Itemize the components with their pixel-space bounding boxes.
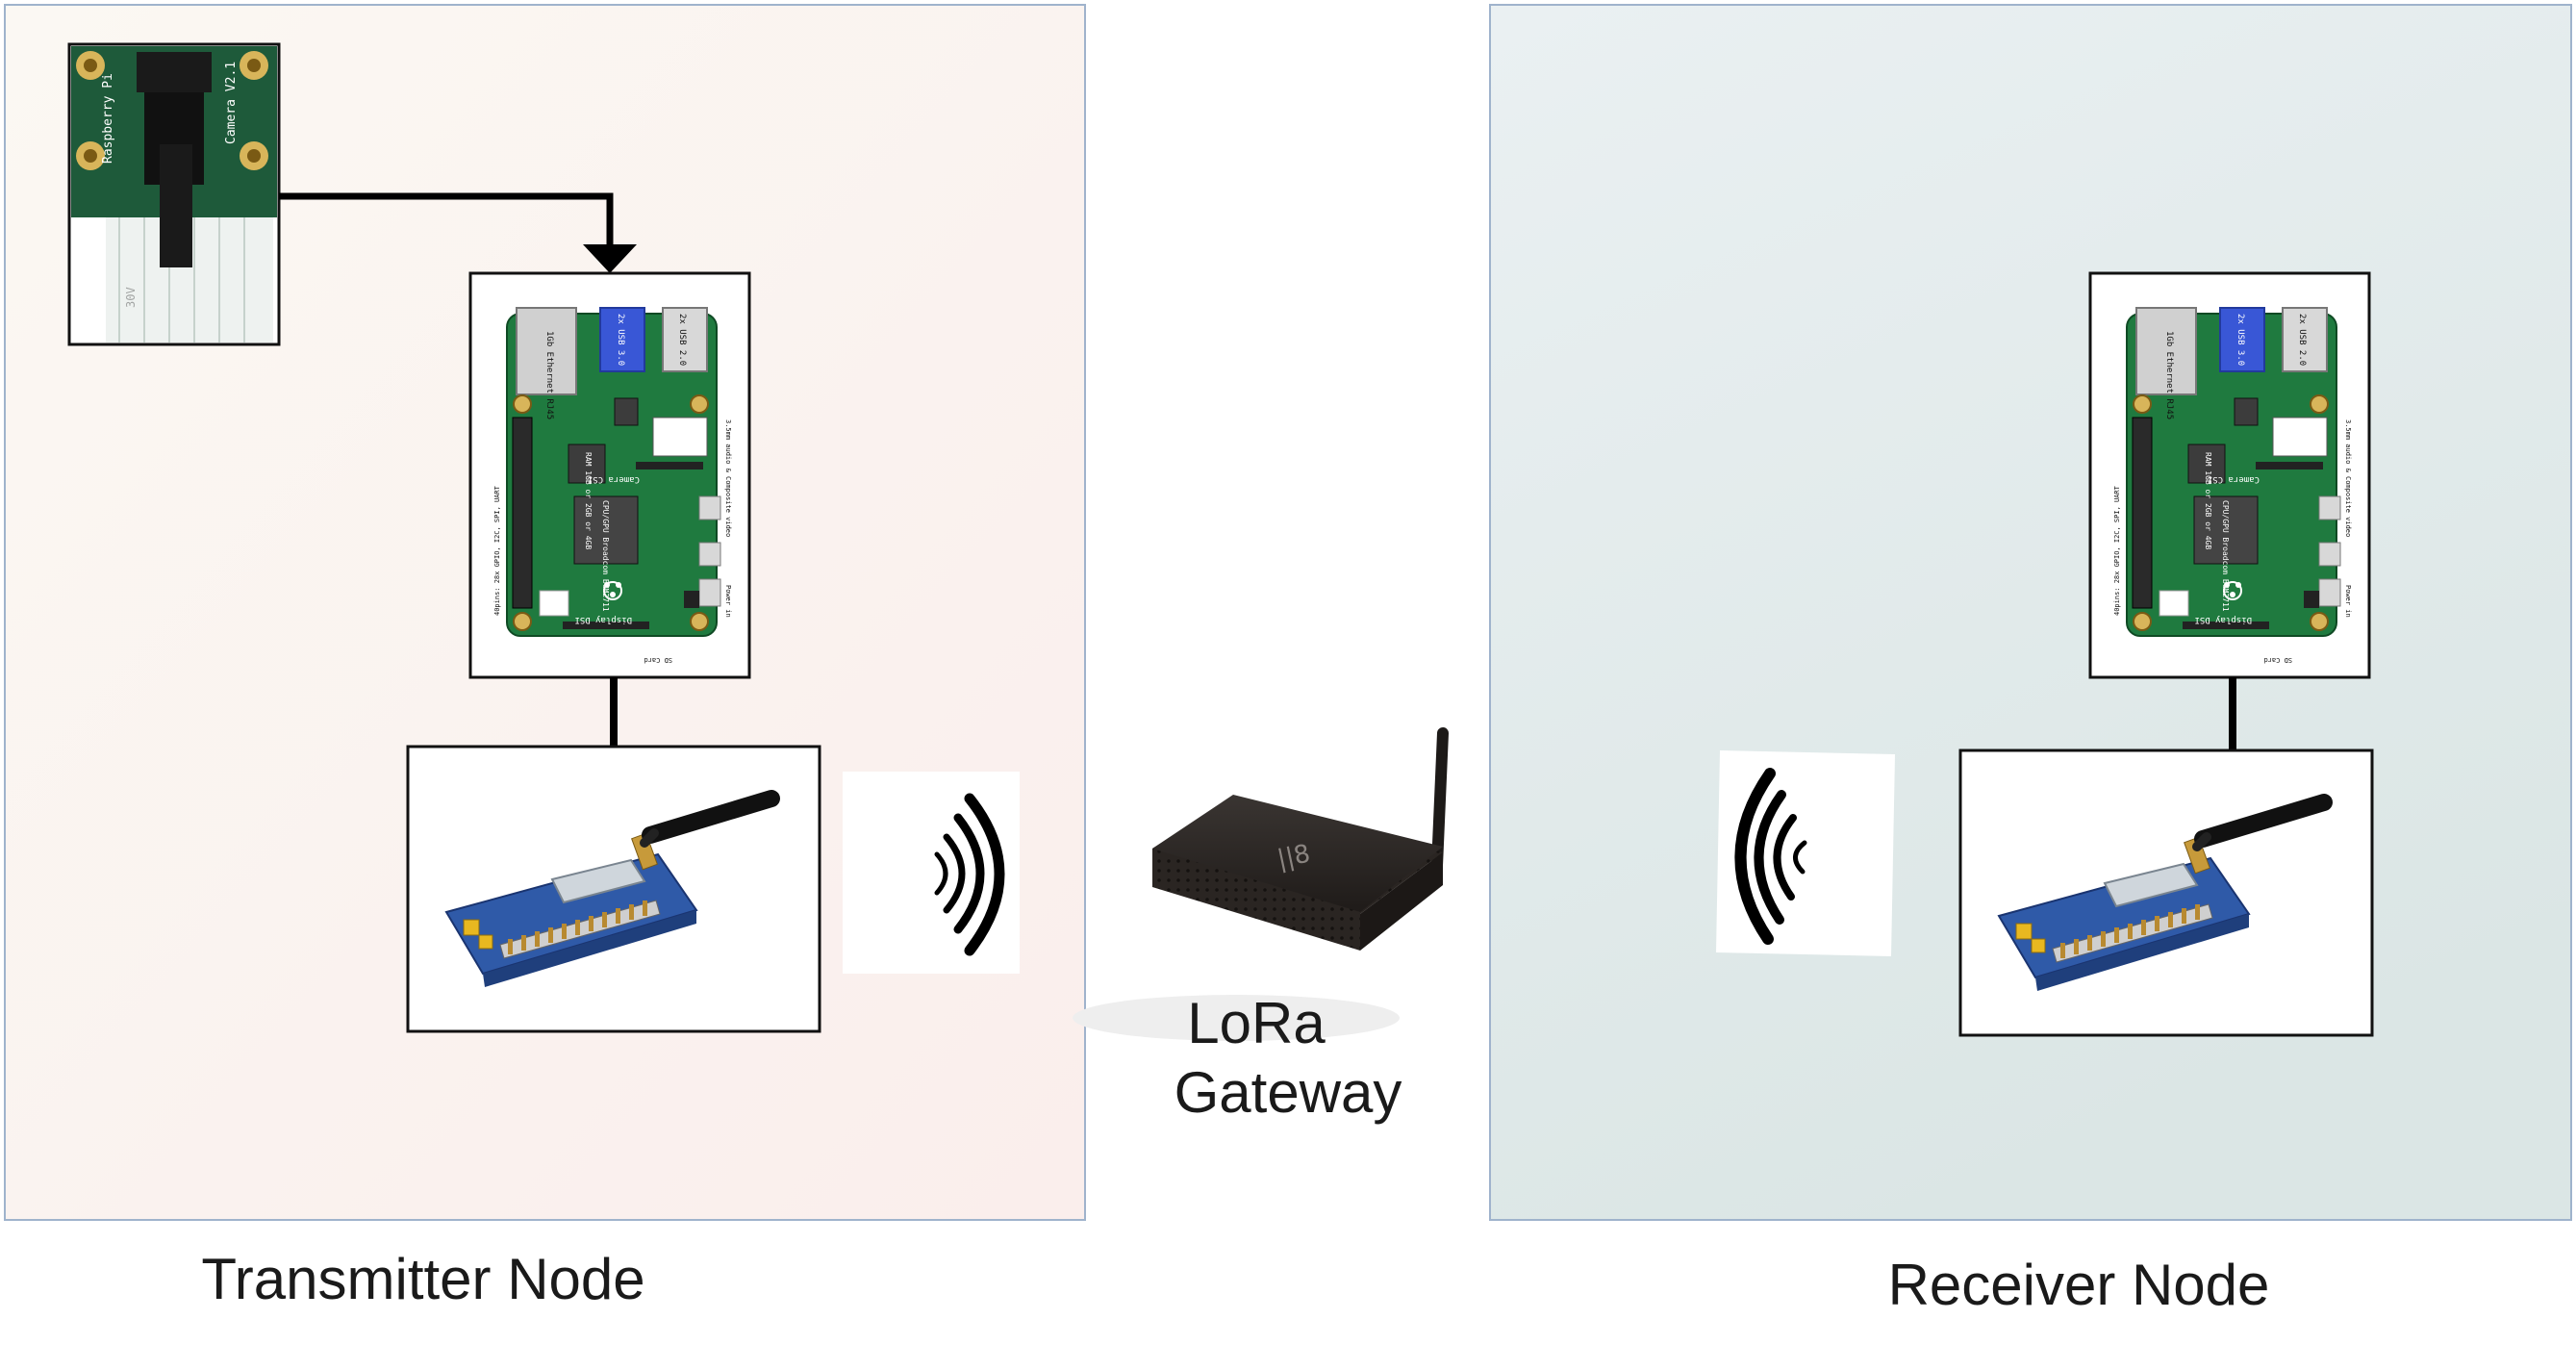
tx-pi-gpio-label: 40pins: 28x GPIO, I2C, SPI, UART bbox=[493, 485, 501, 616]
gateway-label-line2: Gateway bbox=[1174, 1060, 1402, 1125]
tx-pi-av-label: 3.5mm audio & Composite video bbox=[724, 419, 732, 537]
rx-pi-csi-label: Camera CSI bbox=[2208, 474, 2260, 484]
rx-pi-cpu-label: CPU/GPU Broadcom BCM2711 bbox=[2221, 500, 2230, 612]
lora-gateway-image: ||8 bbox=[1073, 727, 1449, 1041]
transmitter-raspberry-pi-image: 1Gb Ethernet RJ45 2x USB 3.0 2x USB 2.0 … bbox=[468, 271, 751, 679]
camera-module-image: Raspberry Pi Camera V2.1 30V bbox=[67, 42, 281, 346]
receiver-node-label: Receiver Node bbox=[1888, 1253, 2270, 1317]
tx-pi-ram-label: RAM 1GB or 2GB or 4GB bbox=[584, 452, 593, 549]
receiver-wireless-signal-icon bbox=[1716, 750, 1895, 956]
transmitter-node-label: Transmitter Node bbox=[201, 1247, 644, 1311]
tx-pi-usb2-label: 2x USB 2.0 bbox=[677, 314, 687, 366]
rx-pi-usb3-label: 2x USB 3.0 bbox=[2235, 314, 2245, 366]
receiver-panel bbox=[1489, 4, 2572, 1221]
rx-pi-ram-label: RAM 1GB or 2GB or 4GB bbox=[2204, 452, 2212, 549]
ribbon-code: 30V bbox=[124, 287, 138, 308]
rx-pi-gpio-label: 40pins: 28x GPIO, I2C, SPI, UART bbox=[2113, 485, 2121, 616]
gateway-label-line1: LoRa bbox=[1187, 991, 1326, 1055]
receiver-lora-module-image bbox=[1960, 750, 2372, 1035]
rx-pi-sd-label: SD Card bbox=[2263, 656, 2292, 664]
tx-pi-dsi-label: Display DSI bbox=[574, 615, 632, 624]
gateway-logo: ||8 bbox=[1275, 839, 1313, 874]
rx-pi-ethernet-label: 1Gb Ethernet RJ45 bbox=[2164, 331, 2174, 419]
tx-pi-csi-label: Camera CSI bbox=[588, 474, 640, 484]
tx-pi-power-label: Power in bbox=[724, 585, 732, 618]
rx-pi-dsi-label: Display DSI bbox=[2194, 615, 2252, 624]
tx-pi-usb3-label: 2x USB 3.0 bbox=[616, 314, 625, 366]
rx-pi-usb2-label: 2x USB 2.0 bbox=[2297, 314, 2307, 366]
rx-pi-av-label: 3.5mm audio & Composite video bbox=[2344, 419, 2352, 537]
camera-silk-right: Camera V2.1 bbox=[224, 62, 239, 144]
tx-pi-ethernet-label: 1Gb Ethernet RJ45 bbox=[544, 331, 554, 419]
receiver-raspberry-pi-image: 1Gb Ethernet RJ45 2x USB 3.0 2x USB 2.0 … bbox=[2088, 271, 2371, 679]
rx-pi-power-label: Power in bbox=[2344, 585, 2352, 618]
tx-pi-sd-label: SD Card bbox=[644, 656, 672, 664]
camera-to-pi-connector bbox=[279, 192, 637, 273]
transmitter-wireless-signal-icon bbox=[843, 772, 1020, 974]
transmitter-lora-module-image bbox=[408, 747, 820, 1031]
camera-silk-left: Raspberry Pi bbox=[101, 73, 115, 164]
tx-pi-cpu-label: CPU/GPU Broadcom BCM2711 bbox=[601, 500, 610, 612]
